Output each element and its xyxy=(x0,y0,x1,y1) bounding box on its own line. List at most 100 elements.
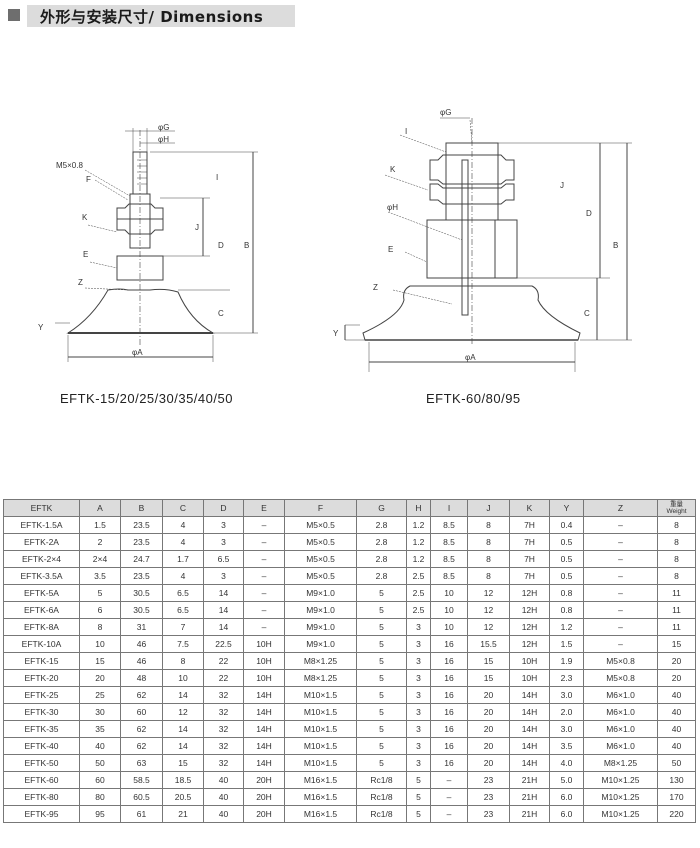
table-cell: 5 xyxy=(356,669,407,687)
left-drawing-caption: EFTK-15/20/25/30/35/40/50 xyxy=(60,391,233,406)
right-label-g: φG xyxy=(440,108,451,117)
table-cell: 23.5 xyxy=(120,567,163,585)
table-cell: 2.8 xyxy=(356,516,407,534)
table-cell: 20 xyxy=(467,720,510,738)
column-header-y: Y xyxy=(549,499,584,517)
table-cell: 18.5 xyxy=(162,771,204,789)
table-cell: 14 xyxy=(162,720,204,738)
table-cell: 14 xyxy=(162,686,204,704)
right-label-z: Z xyxy=(373,283,378,292)
table-cell: 60.5 xyxy=(120,788,163,806)
table-cell: – xyxy=(583,533,658,551)
table-cell: M16×1.5 xyxy=(284,788,357,806)
right-label-k: K xyxy=(390,165,396,174)
table-cell: 21 xyxy=(162,805,204,823)
left-label-k: K xyxy=(82,213,88,222)
table-cell: M5×0.5 xyxy=(284,516,357,534)
table-cell: 16 xyxy=(430,754,468,772)
table-cell: M9×1.0 xyxy=(284,618,357,636)
table-cell: M5×0.5 xyxy=(284,567,357,585)
table-cell: 14 xyxy=(203,601,244,619)
table-cell: M5×0.5 xyxy=(284,550,357,568)
table-cell: 25 xyxy=(79,686,121,704)
table-cell: M10×1.5 xyxy=(284,703,357,721)
table-cell: 7H xyxy=(509,533,550,551)
table-cell: 40 xyxy=(203,771,244,789)
table-cell: 1.2 xyxy=(549,618,584,636)
table-cell: – xyxy=(583,516,658,534)
right-label-a: φA xyxy=(465,353,476,362)
table-cell: EFTK-35 xyxy=(3,720,80,738)
table-cell: 8.5 xyxy=(430,533,468,551)
table-cell: – xyxy=(583,550,658,568)
right-label-d: D xyxy=(586,209,592,218)
table-cell: 8 xyxy=(657,516,696,534)
table-cell: EFTK-40 xyxy=(3,737,80,755)
table-cell: 12 xyxy=(162,703,204,721)
table-cell: 10 xyxy=(430,601,468,619)
table-cell: – xyxy=(243,584,285,602)
section-header-bar xyxy=(27,5,295,27)
table-cell: 32 xyxy=(203,703,244,721)
table-cell: M10×1.5 xyxy=(284,754,357,772)
table-cell: 0.8 xyxy=(549,601,584,619)
table-cell: 10 xyxy=(79,635,121,653)
table-cell: 5 xyxy=(356,703,407,721)
column-header-k: K xyxy=(509,499,550,517)
table-cell: 8.5 xyxy=(430,550,468,568)
table-cell: 2.3 xyxy=(549,669,584,687)
table-cell: 5 xyxy=(356,635,407,653)
column-header-c: C xyxy=(162,499,204,517)
table-cell: M5×0.8 xyxy=(583,652,658,670)
table-cell: 5 xyxy=(356,618,407,636)
table-cell: EFTK-20 xyxy=(3,669,80,687)
table-cell: – xyxy=(430,771,468,789)
table-cell: 23 xyxy=(467,771,510,789)
table-cell: EFTK-15 xyxy=(3,652,80,670)
table-cell: 10H xyxy=(509,669,550,687)
right-label-j: J xyxy=(560,181,564,190)
table-cell: 7.5 xyxy=(162,635,204,653)
table-cell: 15 xyxy=(162,754,204,772)
table-cell: M9×1.0 xyxy=(284,601,357,619)
left-label-f: F xyxy=(86,175,91,184)
table-cell: 3 xyxy=(406,754,431,772)
table-cell: 23 xyxy=(467,788,510,806)
table-cell: 2.8 xyxy=(356,567,407,585)
table-cell: 16 xyxy=(430,652,468,670)
right-label-i: I xyxy=(405,127,407,136)
column-header-a: A xyxy=(79,499,121,517)
table-cell: M6×1.0 xyxy=(583,703,658,721)
table-cell: 10H xyxy=(243,669,285,687)
table-cell: 10H xyxy=(509,652,550,670)
table-cell: 14H xyxy=(509,686,550,704)
table-cell: – xyxy=(243,533,285,551)
table-cell: 1.2 xyxy=(406,533,431,551)
table-cell: 3.0 xyxy=(549,686,584,704)
table-cell: 14H xyxy=(243,703,285,721)
table-cell: 0.8 xyxy=(549,584,584,602)
table-cell: M10×1.5 xyxy=(284,737,357,755)
table-cell: 14H xyxy=(243,686,285,704)
table-cell: 2×4 xyxy=(79,550,121,568)
table-cell: 8 xyxy=(467,533,510,551)
table-cell: 3 xyxy=(406,720,431,738)
table-cell: 14H xyxy=(509,703,550,721)
table-cell: 16 xyxy=(430,737,468,755)
table-cell: 21H xyxy=(509,771,550,789)
table-cell: M10×1.5 xyxy=(284,720,357,738)
section-bullet-icon xyxy=(8,9,20,21)
table-cell: – xyxy=(243,567,285,585)
table-cell: 10 xyxy=(430,584,468,602)
table-cell: 5.0 xyxy=(549,771,584,789)
table-cell: 6.5 xyxy=(203,550,244,568)
table-cell: 23 xyxy=(467,805,510,823)
